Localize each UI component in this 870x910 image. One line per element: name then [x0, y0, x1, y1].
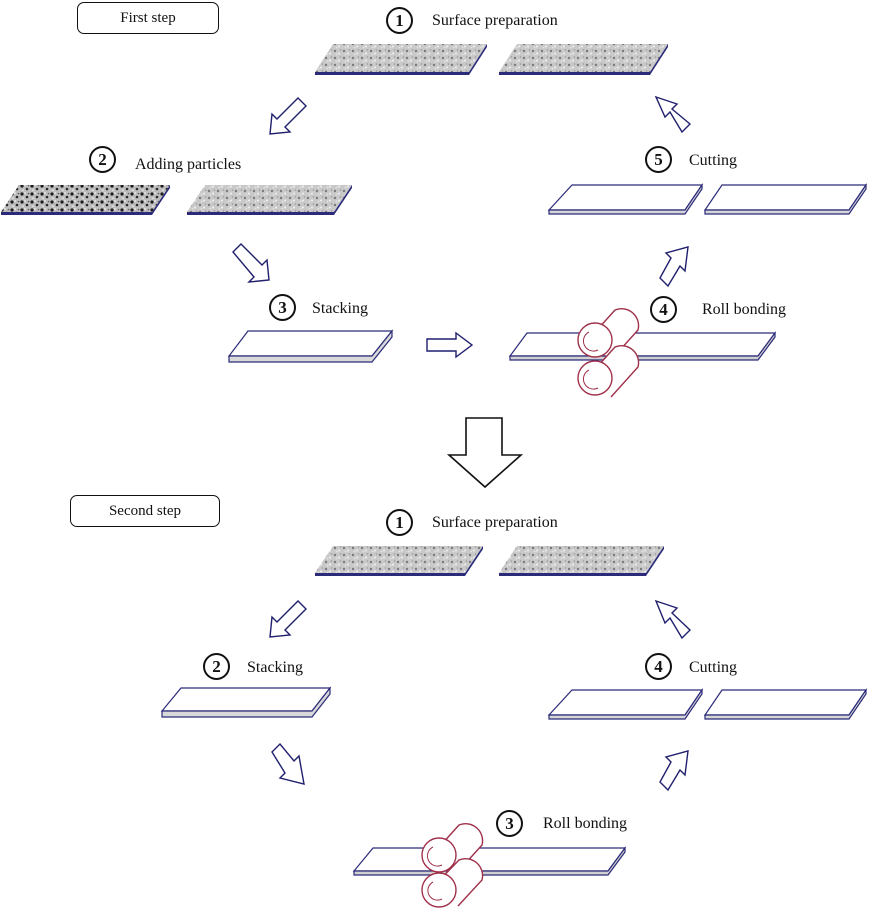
ss-step-1-number: 1: [386, 509, 413, 536]
rough-plate-1a: [315, 44, 487, 75]
fs-step-4-label: Roll bonding: [702, 301, 787, 318]
roll-bonding-assembly-2: [352, 822, 627, 908]
arrow-2-to-3: [232, 243, 270, 283]
rough-plate-s2-1a: [315, 546, 483, 576]
arrow-s2-2-to-3: [271, 742, 305, 785]
arrow-5-to-1: [654, 95, 692, 134]
fs-step-4-number: 4: [650, 296, 677, 323]
cut-plate-s2-b: [703, 688, 868, 720]
first-step-box: First step: [77, 2, 219, 34]
ss-step-4-label: Cutting: [689, 659, 738, 676]
ss-step-3-label: Roll bonding: [543, 815, 628, 832]
fs-step-1-number: 1: [386, 7, 413, 34]
second-step-box: Second step: [70, 495, 220, 527]
fs-step-3-number: 3: [269, 294, 296, 321]
roll-bonding-assembly-1: [508, 307, 777, 398]
rough-plate-s2-1b: [499, 546, 664, 576]
ss-step-3-number: 3: [496, 810, 523, 837]
stacked-plate-s2: [160, 686, 332, 718]
ss-step-2-number: 2: [203, 653, 230, 680]
ss-step-4-number: 4: [645, 653, 672, 680]
fs-step-2-label: Adding particles: [135, 156, 242, 173]
arrow-s2-4-to-1: [654, 599, 692, 640]
cut-plate-5b: [703, 183, 868, 215]
cut-plate-s2-a: [547, 688, 704, 720]
arrow-1-to-2: [269, 97, 307, 135]
fs-step-1-label: Surface preparation: [432, 12, 558, 29]
ss-step-1-label: Surface preparation: [432, 514, 558, 531]
big-down-arrow: [446, 417, 524, 489]
particle-plate-2a: [1, 185, 170, 215]
arrow-3-to-4: [426, 331, 474, 359]
arrow-4-to-5: [659, 246, 689, 288]
arrow-s2-1-to-2: [269, 600, 307, 638]
fs-step-5-label: Cutting: [689, 152, 738, 169]
cut-plate-5a: [547, 183, 704, 215]
fs-step-5-number: 5: [645, 146, 672, 173]
ss-step-2-label: Stacking: [247, 659, 303, 676]
rough-plate-2b: [187, 185, 352, 215]
fs-step-3-label: Stacking: [312, 300, 368, 317]
arrow-s2-3-to-4: [659, 750, 689, 792]
rough-plate-1b: [499, 44, 668, 75]
fs-step-2-number: 2: [89, 146, 116, 173]
stacked-plate: [227, 329, 394, 363]
